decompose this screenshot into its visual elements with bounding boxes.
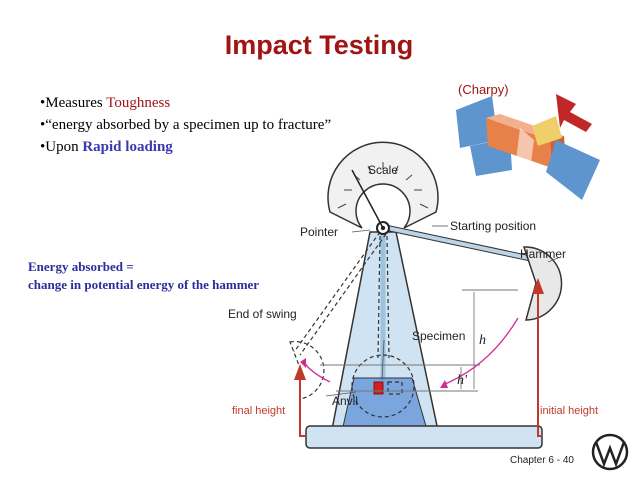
charpy-label: (Charpy): [458, 82, 509, 97]
slide-title: Impact Testing: [224, 30, 414, 60]
wiley-logo-icon: [591, 433, 629, 471]
initial-height-arrowhead: [532, 278, 544, 294]
charpy-specimen-illustration: [456, 94, 600, 200]
energy-absorbed-note: Energy absorbed = change in potential en…: [28, 258, 259, 294]
rapid-loading-emphasis: Rapid loading: [82, 139, 173, 155]
bullet-rapid-loading: •Upon Rapid loading: [40, 136, 331, 158]
height-guides: [320, 289, 518, 392]
specimen-label: Specimen: [412, 329, 465, 343]
scale-dial: [327, 141, 439, 229]
energy-line-2: change in potential energy of the hammer: [28, 277, 260, 292]
bullet-toughness: •Measures Toughness: [40, 92, 331, 114]
scale-label: Scale: [368, 163, 398, 177]
toughness-emphasis: Toughness: [106, 95, 171, 111]
end-of-swing-pendulum: [289, 231, 387, 400]
specimen-block: [373, 381, 384, 395]
red-height-arrows: [299, 290, 542, 437]
h-prime-label: h': [457, 373, 468, 388]
final-height-arrowhead: [294, 364, 306, 380]
bullet-energy: •“energy absorbed by a specimen up to fr…: [40, 117, 332, 133]
end-of-swing-label: End of swing: [228, 307, 297, 321]
h-label: h: [479, 333, 486, 348]
swing-arrowhead: [440, 380, 448, 388]
anvil-label: Anvil: [332, 394, 358, 408]
pendulum-arm: [379, 223, 563, 321]
lowest-position-hammer: [351, 235, 415, 418]
pointer-needle: [351, 169, 384, 229]
pendulum-frame: [305, 231, 543, 449]
initial-height-label: initial height: [540, 405, 598, 417]
leader-lines: [325, 225, 559, 397]
hammer-label: Hammer: [520, 247, 566, 261]
swing-arrowhead-2: [300, 358, 306, 368]
chapter-footer: Chapter 6 - 40: [510, 455, 574, 466]
bullet-text: •Measures: [40, 95, 107, 111]
pointer-label: Pointer: [300, 225, 338, 239]
page-number: 40: [562, 455, 574, 466]
bullet-text: •Upon: [40, 139, 83, 155]
energy-line-1: Energy absorbed =: [28, 259, 134, 274]
starting-position-label: Starting position: [450, 219, 536, 233]
bullet-list: •Measures Toughness •“energy absorbed by…: [40, 92, 331, 158]
final-height-label: final height: [232, 405, 285, 417]
chapter-label: Chapter 6 -: [510, 455, 561, 466]
